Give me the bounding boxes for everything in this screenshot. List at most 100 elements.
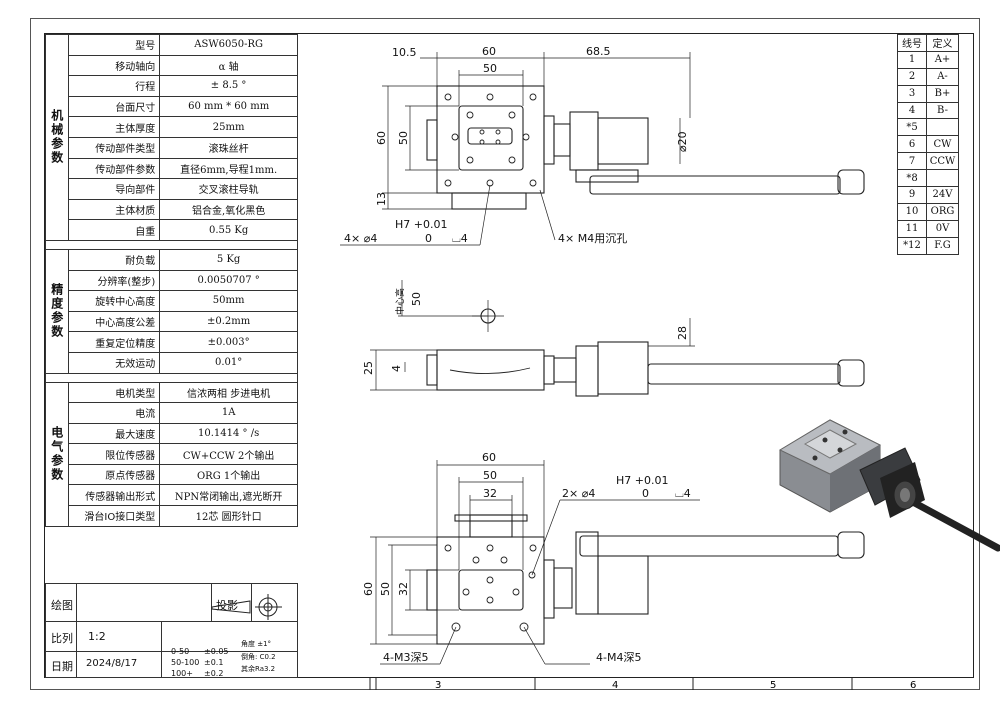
drawing-label: 绘图 [51, 599, 73, 612]
dim-50-vert: 50 [397, 131, 410, 145]
bottom-dim-60: 60 [482, 451, 496, 464]
tol-value-3: ±0.2 [204, 669, 224, 678]
product-render-image [778, 419, 1000, 552]
dim-13: 13 [375, 192, 388, 206]
tol-value-1: ±0.05 [204, 647, 229, 656]
bottom-dim-32-vert: 32 [397, 582, 410, 596]
spec-group-label: 精度参数 [44, 248, 70, 374]
tol-value-2: ±0.1 [204, 658, 224, 667]
side-view [370, 280, 865, 397]
dim-25: 25 [362, 361, 375, 375]
projection-symbol-icon [211, 594, 282, 620]
dim-phi20: ⌀20 [676, 131, 689, 152]
side-stage-body [436, 349, 545, 391]
top-cable [589, 175, 841, 195]
bottom-h7-tolerance: H7 +0.01 [616, 474, 668, 487]
spec-row: 主体材质铝合金,氧化黑色 [46, 198, 298, 221]
bottom-hole-spec: 2× ⌀4 [562, 487, 595, 500]
spec-row: 传动部件类型滚珠丝杆 [46, 136, 298, 159]
spec-group-label: 机械参数 [44, 34, 70, 241]
scale-label: 比列 [51, 632, 73, 645]
spec-spacer-cell [45, 372, 298, 383]
top-hole-spec: 4× ⌀4 [344, 232, 377, 245]
bottom-dim-50-vert: 50 [379, 582, 392, 596]
drawing-frame [44, 33, 974, 678]
dim-center-50: 50 [410, 292, 423, 306]
top-connector [837, 169, 865, 195]
outer-border [30, 18, 980, 690]
tol-range-3: 100+ [171, 669, 193, 678]
roughness-note: 其余Ra3.2 [241, 665, 276, 673]
angle-tolerance: 角度 ±1° [241, 640, 272, 648]
zone-5: 5 [770, 680, 776, 691]
zone-3: 3 [435, 680, 441, 691]
top-hole-depth: ⌴4 [452, 232, 468, 245]
spec-row: 分辨率(整步)0.0050707 ° [46, 269, 298, 292]
chamfer-note: 倒角: C0.2 [241, 653, 276, 661]
top-hole-zero: 0 [425, 232, 432, 245]
pin-definition: A- [926, 67, 959, 86]
top-h7-tolerance: H7 +0.01 [395, 218, 447, 231]
bottom-dim-50: 50 [483, 469, 497, 482]
zone-4: 4 [612, 680, 618, 691]
spec-group-label: 电气参数 [44, 381, 70, 527]
bottom-view [370, 460, 865, 665]
dim-68-5: 68.5 [586, 45, 611, 58]
tol-range-2: 50-100 [171, 658, 200, 667]
tol-range-1: 0-50 [171, 647, 190, 656]
projection-label: 投影 [216, 599, 238, 612]
spec-row: 重复定位精度±0.003° [46, 331, 298, 353]
dim-50-top: 50 [483, 62, 497, 75]
side-cable [647, 363, 841, 385]
scale-value: 1:2 [88, 630, 106, 643]
bottom-dim-32: 32 [483, 487, 497, 500]
side-connector [837, 359, 865, 387]
dim-10-5: 10.5 [392, 46, 417, 59]
bottom-hole-depth: ⌴4 [675, 487, 691, 500]
pin-row: *8 [897, 169, 959, 188]
spec-row: 中心高度公差±0.2mm [46, 310, 298, 333]
zone-strip [369, 678, 853, 690]
center-height-label: 中心高 [394, 288, 406, 315]
bottom-connector [837, 531, 865, 559]
pin-definition: B+ [926, 84, 959, 103]
bottom-dim-60-vert: 60 [362, 582, 375, 596]
spec-spacer-cell [45, 239, 298, 250]
top-m4-counterbore: 4× M4用沉孔 [558, 232, 627, 245]
dim-60-vert: 60 [375, 131, 388, 145]
pin-definition: CW [926, 135, 959, 154]
date-value: 2024/8/17 [86, 658, 138, 669]
spec-spacer [45, 239, 298, 250]
dim-4: 4 [390, 365, 403, 372]
title-block: 绘图 投影 比列 1:2 日期 2024/8/17 0-50 ±0.05 50-… [45, 583, 298, 678]
pin-definition: F.G [926, 236, 959, 255]
zone-6: 6 [910, 680, 916, 691]
spec-spacer [45, 372, 298, 383]
bottom-cable [579, 535, 839, 557]
pin-definition: A+ [926, 50, 959, 69]
dim-28: 28 [676, 326, 689, 340]
spec-value: 1A [159, 402, 298, 424]
bottom-m3-spec: 4-M3深5 [383, 651, 428, 664]
date-label: 日期 [51, 660, 73, 673]
bottom-m4-spec: 4-M4深5 [596, 651, 641, 664]
